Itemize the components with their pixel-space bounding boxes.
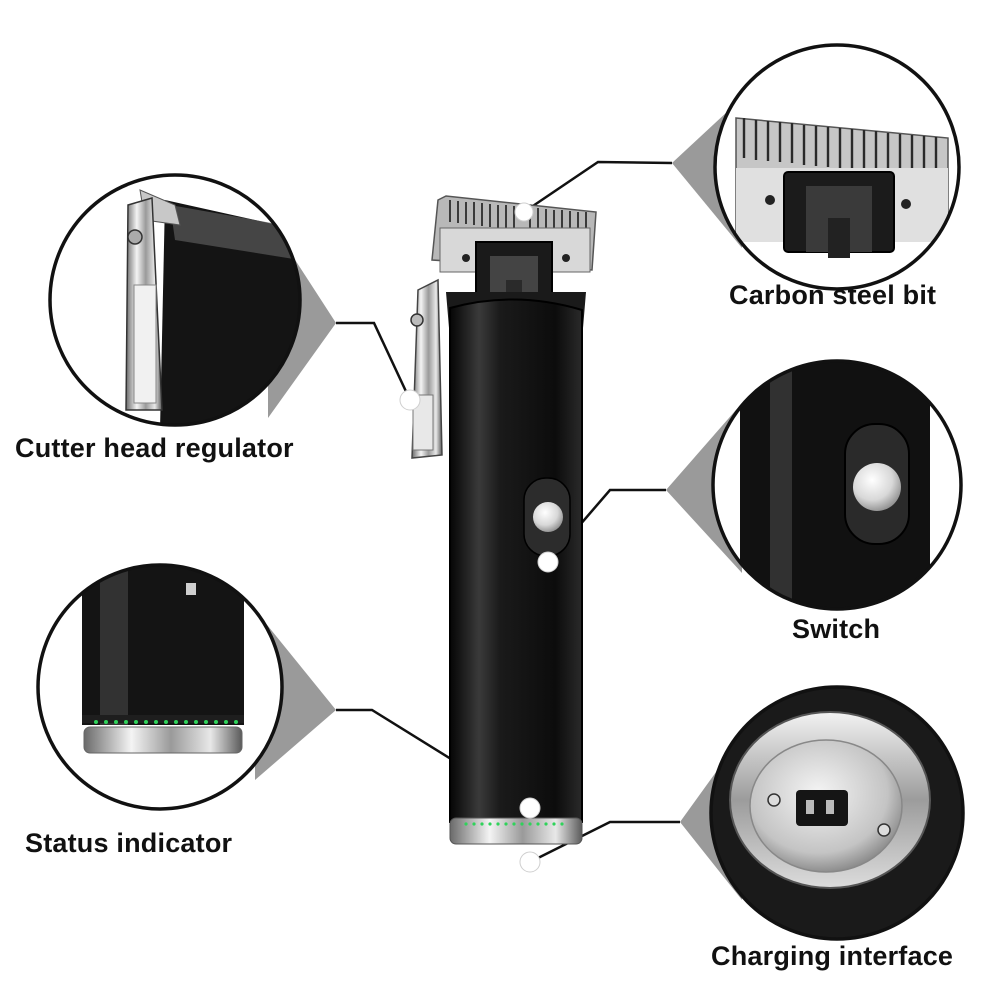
label-charging-interface: Charging interface — [711, 941, 954, 971]
charging-port-closeup-icon — [709, 685, 965, 941]
label-status-indicator: Status indicator — [25, 828, 233, 858]
label-carbon-steel-bit: Carbon steel bit — [729, 280, 937, 310]
label-cutter-head-regulator: Cutter head regulator — [15, 433, 294, 463]
regulator-closeup-icon — [48, 173, 302, 427]
marker-dots — [399, 202, 559, 873]
switch-closeup-icon — [711, 359, 963, 611]
clipper-illustration — [410, 195, 597, 845]
label-switch: Switch — [792, 614, 881, 644]
led-ring-closeup-icon — [36, 563, 284, 811]
blade-closeup-icon — [713, 43, 961, 291]
